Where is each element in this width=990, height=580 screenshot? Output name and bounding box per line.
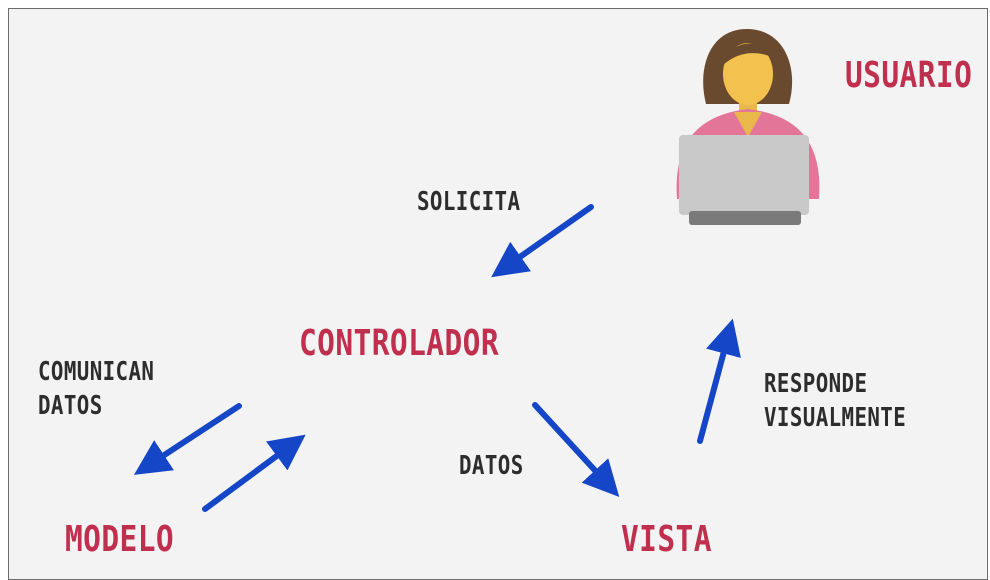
- label-responde-line1: RESPONDE: [764, 369, 868, 399]
- arrow-solicita: [491, 204, 594, 278]
- node-usuario: USUARIO: [845, 55, 973, 96]
- label-datos: DATOS: [459, 451, 524, 481]
- arrow-datos-to-vista: [532, 402, 620, 497]
- woman-with-laptop-icon: [676, 29, 820, 225]
- label-responde-line2: VISUALMENTE: [764, 403, 907, 433]
- label-comunican-line2: DATOS: [38, 391, 103, 421]
- diagram-graphics: [133, 29, 820, 512]
- label-comunican-line1: COMUNICAN: [38, 357, 155, 387]
- label-responde-visualmente: RESPONDE VISUALMENTE: [764, 367, 906, 435]
- arrow-vista-to-usuario: [697, 318, 741, 444]
- node-controlador: CONTROLADOR: [299, 323, 500, 364]
- node-modelo: MODELO: [65, 519, 175, 560]
- arrow-modelo-to-controlador: [202, 434, 306, 512]
- label-comunican-datos: COMUNICAN DATOS: [38, 355, 154, 423]
- node-vista: VISTA: [621, 519, 712, 560]
- mvc-diagram: USUARIO CONTROLADOR MODELO VISTA SOLICIT…: [8, 8, 988, 580]
- arrow-controlador-to-modelo: [133, 403, 242, 475]
- label-solicita: SOLICITA: [417, 187, 521, 217]
